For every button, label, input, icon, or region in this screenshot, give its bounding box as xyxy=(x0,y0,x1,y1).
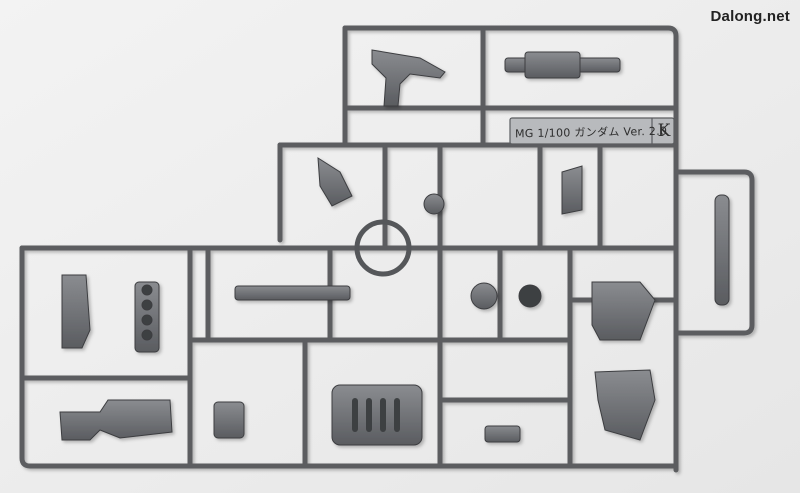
part-round-cap xyxy=(423,193,445,215)
part-cylinder xyxy=(213,401,245,439)
part-small-block xyxy=(484,425,521,443)
part-beam-rifle xyxy=(234,285,351,301)
runner-label-text: MG 1/100 ガンダム Ver. 2.0 xyxy=(514,124,668,141)
part-knee-armor xyxy=(591,281,656,341)
runner-label-plate-group xyxy=(509,117,675,145)
runner-ring xyxy=(354,219,412,277)
part-backpack-panel xyxy=(331,384,423,446)
label-plate-bg xyxy=(509,117,675,145)
part-verniers-stick xyxy=(714,194,730,306)
part-shoulder-block xyxy=(61,274,91,349)
site-watermark: Dalong.net xyxy=(710,8,790,25)
part-bracket xyxy=(317,157,353,207)
part-small-plate xyxy=(561,165,583,215)
sprue-parts xyxy=(59,49,730,446)
runner-letter: K xyxy=(657,121,671,141)
part-round-disc xyxy=(470,282,498,310)
part-leg-armor xyxy=(594,369,656,441)
part-dark-disc xyxy=(518,284,542,308)
part-rifle-body xyxy=(524,51,581,79)
part-pistol xyxy=(371,49,446,107)
sprue-runner-frame xyxy=(19,25,755,473)
part-bazooka-front xyxy=(59,399,173,441)
